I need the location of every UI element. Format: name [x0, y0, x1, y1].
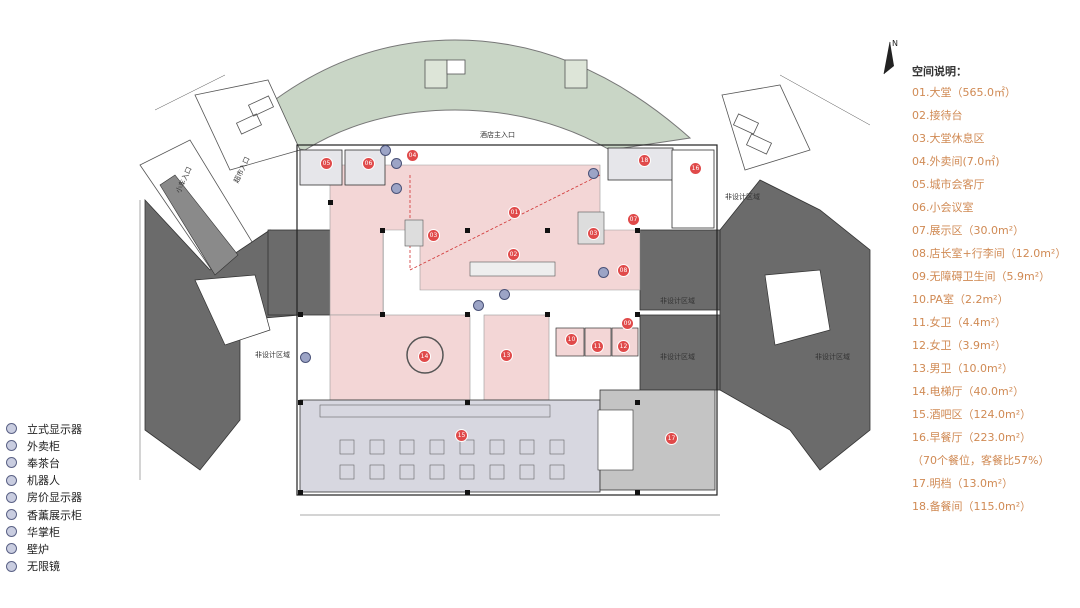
building-outline [296, 144, 718, 496]
room-marker: 03 [587, 227, 600, 240]
space-legend-item: 16.早餐厅（223.0m²） [912, 431, 1032, 444]
legend-dot-icon [6, 474, 17, 486]
space-legend-item: 11.女卫（4.4m²） [912, 316, 1007, 329]
equipment-marker [380, 145, 391, 156]
space-legend-item: 15.酒吧区（124.0m²） [912, 408, 1032, 421]
left-wing-outer [159, 174, 239, 276]
room-marker: 15 [455, 429, 468, 442]
legend-dot-icon [6, 423, 17, 435]
space-legend-item: 09.无障碍卫生间（5.9m²） [912, 270, 1051, 283]
right-wing-stair [764, 269, 831, 346]
space-legend-item: 13.男卫（10.0m²） [912, 362, 1014, 375]
non-design-label-2: 非设计区域 [660, 297, 695, 305]
legend-item: 房价显示器 [6, 489, 146, 506]
room-marker: 09 [621, 317, 634, 330]
space-legend-item: 07.展示区（30.0m²） [912, 224, 1025, 237]
space-legend-item: 04.外卖间(7.0㎡) [912, 155, 1000, 168]
room-marker: 13 [500, 349, 513, 362]
legend-dot-icon [6, 526, 17, 538]
breakfast-restaurant [299, 399, 601, 493]
room-marker: 07 [627, 213, 640, 226]
room-marker: 17 [665, 432, 678, 445]
non-design-label-3: 非设计区域 [660, 353, 695, 361]
equipment-legend: 立式显示器 外卖柜 奉茶台 机器人 房价显示器 香薰展示柜 华掌柜 壁炉 无限镜 [6, 420, 146, 575]
room-marker: 14 [418, 350, 431, 363]
legend-item: 香薰展示柜 [6, 506, 146, 523]
room-marker: 01 [508, 206, 521, 219]
planter-left [424, 59, 448, 89]
pantry [597, 409, 634, 471]
equipment-marker [473, 300, 484, 311]
space-legend-item: 08.店长室+行李间（12.0m²） [912, 247, 1067, 260]
left-wing-stair [194, 274, 271, 346]
space-legend-item: 03.大堂休息区 [912, 132, 985, 145]
non-design-label-4: 非设计区域 [725, 193, 760, 201]
space-legend: 空间说明： 01.大堂（565.0㎡） 02.接待台 03.大堂休息区 04.外… [912, 64, 1077, 521]
space-legend-item: 01.大堂（565.0㎡） [912, 86, 1016, 99]
main-entrance-label: 酒店主入口 [480, 131, 515, 139]
legend-item: 无限镜 [6, 558, 146, 575]
legend-dot-icon [6, 440, 17, 452]
legend-item: 奉茶台 [6, 454, 146, 471]
space-legend-title: 空间说明： [912, 65, 967, 78]
space-legend-item: （70个餐位，客餐比57%） [912, 454, 1050, 467]
space-legend-item: 12.女卫（3.9m²） [912, 339, 1007, 352]
right-parking [721, 84, 811, 171]
equipment-marker [300, 352, 311, 363]
legend-item: 外卖柜 [6, 437, 146, 454]
room-marker: 16 [689, 162, 702, 175]
legend-dot-icon [6, 560, 17, 572]
equipment-marker [499, 289, 510, 300]
space-legend-item: 06.小会议室 [912, 201, 974, 214]
space-legend-item: 14.电梯厅（40.0m²） [912, 385, 1025, 398]
north-label: N [892, 39, 898, 48]
legend-item: 立式显示器 [6, 420, 146, 437]
equipment-marker [391, 183, 402, 194]
equipment-marker [391, 158, 402, 169]
room-marker: 05 [320, 157, 333, 170]
room-marker: 04 [406, 149, 419, 162]
lobby-lower-left [329, 314, 471, 401]
reception-desk [469, 261, 556, 277]
legend-dot-icon [6, 509, 17, 521]
non-design-label-1: 非设计区域 [255, 351, 290, 359]
room-marker: 11 [591, 340, 604, 353]
table-grid [319, 404, 565, 480]
legend-item: 华掌柜 [6, 523, 146, 540]
north-arrow-icon: N [883, 39, 898, 75]
elevator-hall [483, 314, 550, 401]
space-legend-item: 10.PA室（2.2m²） [912, 293, 1009, 306]
room-marker: 06 [362, 157, 375, 170]
room-marker: 10 [565, 333, 578, 346]
non-design-upper-right [639, 229, 721, 311]
room-marker: 03 [427, 229, 440, 242]
space-legend-item: 05.城市会客厅 [912, 178, 985, 191]
planter-right [564, 59, 588, 89]
room-marker: 08 [617, 264, 630, 277]
room-marker: 12 [617, 340, 630, 353]
legend-dot-icon [6, 457, 17, 469]
room-marker: 18 [638, 154, 651, 167]
equipment-marker [598, 267, 609, 278]
entrance-plaza [228, 39, 692, 151]
non-design-label-5: 非设计区域 [815, 353, 850, 361]
legend-item: 壁炉 [6, 540, 146, 557]
space-legend-item: 17.明档（13.0m²） [912, 477, 1014, 490]
bar-counter [406, 336, 444, 374]
columns [298, 200, 640, 495]
equipment-marker [588, 168, 599, 179]
legend-item: 机器人 [6, 472, 146, 489]
space-legend-item: 18.备餐间（115.0m²） [912, 500, 1032, 513]
legend-dot-icon [6, 543, 17, 555]
room-marker: 02 [507, 248, 520, 261]
entrance-gate [446, 59, 466, 75]
space-legend-item: 02.接待台 [912, 109, 963, 122]
legend-dot-icon [6, 491, 17, 503]
